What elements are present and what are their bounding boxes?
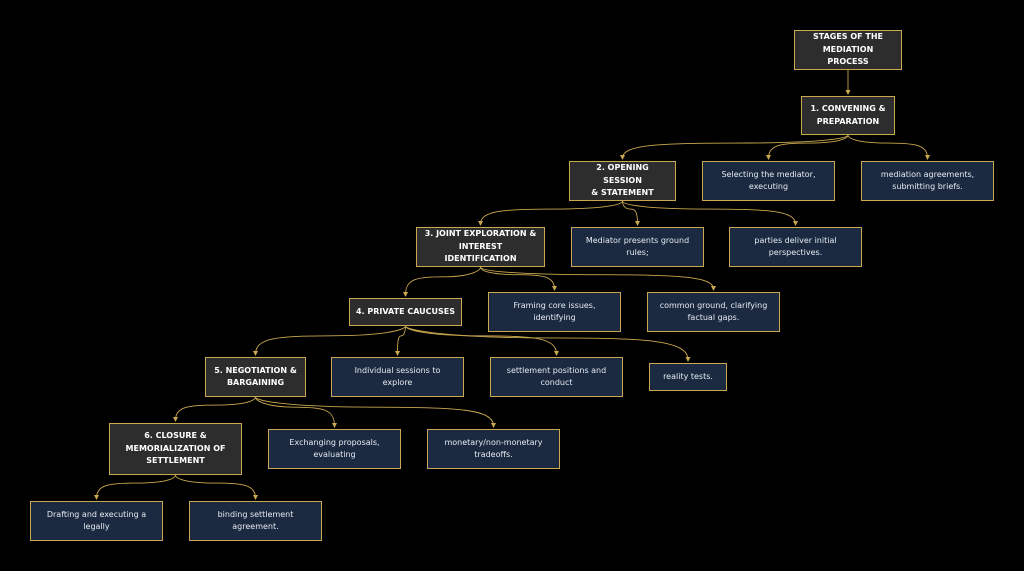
stage-3-detail-a-label: Framing core issues,identifying [513,300,596,323]
edge-arrowhead-s1-s1b [925,155,930,160]
edge-arrowhead-title-s1 [845,90,851,95]
stage-5-detail-a-label: Exchanging proposals,evaluating [289,437,380,460]
stage-4-node: 4. PRIVATE CAUCUSES [349,298,462,326]
edge-arrowhead-s4-s4b [554,351,559,356]
edge-arrowhead-s6-s6a [94,495,99,500]
edge-arrowhead-s3-s3a [552,286,557,291]
stage-5-detail-a-node: Exchanging proposals,evaluating [268,429,401,469]
edge-s6-s6a [96,474,176,499]
edge-arrowhead-s1-s2 [620,155,625,160]
edge-s2-s2a [622,200,638,225]
stage-1-label: 1. CONVENING &PREPARATION [810,104,886,126]
stage-1-detail-b-node: mediation agreements,submitting briefs. [861,161,994,201]
edge-s2-s2b [622,200,796,225]
edge-arrowhead-s2-s2b [793,221,798,226]
stage-1-detail-a-node: Selecting the mediator,executing [702,161,835,201]
stage-4-detail-c-node: reality tests. [649,363,727,391]
edge-s1-s2 [622,134,849,159]
edge-arrowhead-s3-s3b [711,286,716,291]
edge-s4-s4a [397,325,406,355]
stage-4-label: 4. PRIVATE CAUCUSES [356,306,455,316]
stage-3-label: 3. JOINT EXPLORATION &INTEREST IDENTIFIC… [424,229,537,264]
edge-arrowhead-s6-s6b [253,495,258,500]
edge-arrowhead-s5-s5a [332,423,337,428]
edge-arrowhead-s2-s2a [635,221,640,226]
edge-s1-s1a [768,134,849,159]
stage-1-detail-b-label: mediation agreements,submitting briefs. [880,169,975,192]
stage-1-node: 1. CONVENING &PREPARATION [801,96,895,135]
stage-5-node: 5. NEGOTIATION &BARGAINING [205,357,306,397]
stage-2-node: 2. OPENING SESSION& STATEMENT [569,161,676,201]
edge-arrowhead-s4-s4c [685,357,691,362]
edge-s3-s3a [480,266,555,290]
stage-5-label: 5. NEGOTIATION &BARGAINING [214,365,297,388]
edge-arrowhead-s4-s4a [395,351,400,356]
edge-s4-s4c [405,325,689,361]
stage-3-detail-a-node: Framing core issues,identifying [488,292,621,332]
edge-s2-s3 [480,200,623,225]
edge-arrowhead-s5-s5b [491,423,496,428]
edge-s4-s4b [405,325,557,355]
edge-s3-s3b [480,266,714,290]
edge-arrowhead-s1-s1a [766,155,771,160]
edge-arrowhead-s3-s4 [403,292,408,297]
edge-s5-s6 [175,396,256,421]
stage-4-detail-c-label: reality tests. [663,371,713,381]
edge-s4-s5 [255,325,406,355]
edge-s5-s5a [255,396,335,427]
edge-s3-s4 [405,266,481,296]
edge-arrowhead-s4-s5 [253,351,258,356]
edge-arrowhead-s5-s6 [173,417,178,422]
stage-1-detail-a-label: Selecting the mediator,executing [721,169,816,192]
stage-3-node: 3. JOINT EXPLORATION &INTEREST IDENTIFIC… [416,227,545,267]
stage-2-label: 2. OPENING SESSION& STATEMENT [591,163,654,198]
edge-s6-s6b [175,474,256,499]
edge-s1-s1b [847,134,928,159]
edge-s5-s5b [255,396,494,427]
edge-arrowhead-s2-s3 [478,221,483,226]
